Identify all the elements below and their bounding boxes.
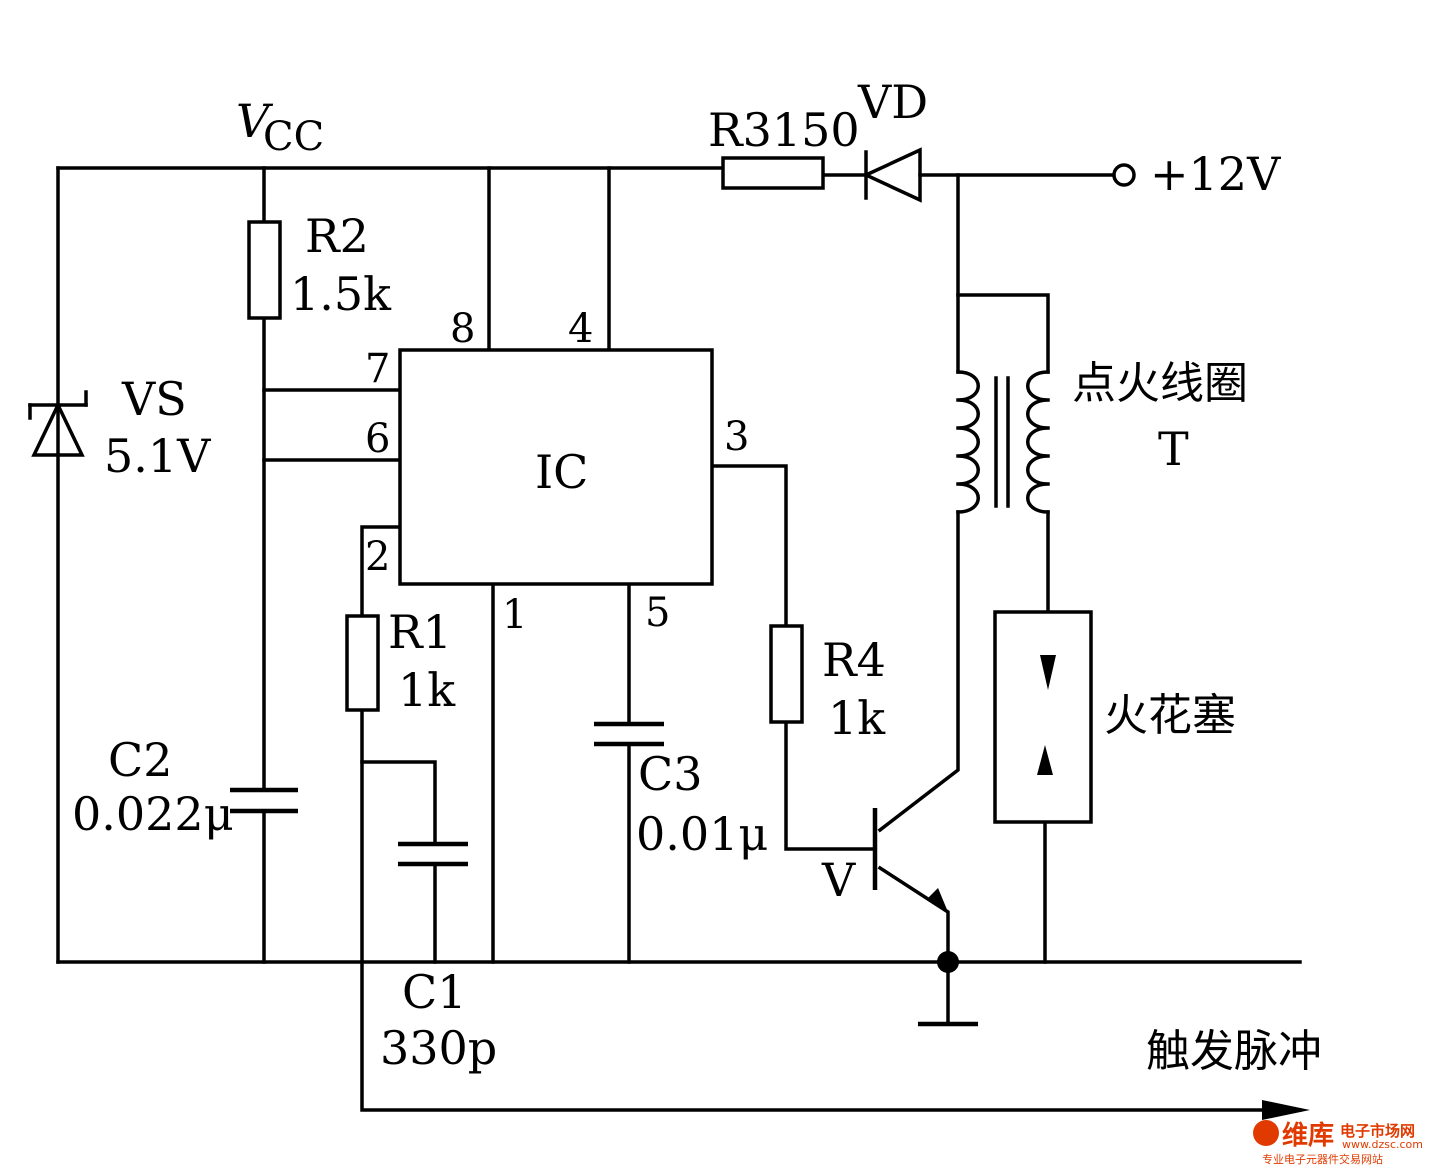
vcc-label: V xyxy=(236,94,274,148)
spark-plug-electrodes xyxy=(1037,655,1056,775)
spark-plug-body xyxy=(993,610,1093,824)
vcc-subscript: CC xyxy=(263,114,324,160)
pin4-label: 4 xyxy=(568,306,593,352)
wire-coil-secondary-top xyxy=(956,293,1050,374)
r2-name: R2 xyxy=(305,209,369,263)
c1-value: 330p xyxy=(380,1021,497,1075)
capacitor-c1 xyxy=(398,841,468,867)
r4-name: R4 xyxy=(822,633,886,687)
vd-label: VD xyxy=(857,75,928,129)
resistor-r4 xyxy=(769,624,804,724)
spark-plug-label: 火花塞 xyxy=(1104,690,1236,741)
vs-value: 5.1V xyxy=(104,429,211,483)
wires xyxy=(56,166,1302,1112)
pin3-label: 3 xyxy=(724,414,749,460)
pin8-label: 8 xyxy=(450,306,475,352)
watermark-brand: 维库 xyxy=(1282,1120,1334,1151)
coil-secondary-winding xyxy=(1026,370,1050,514)
ic-chip xyxy=(398,348,714,586)
watermark: 维库 电子市场网 www.dzsc.com 专业电子元器件交易网站 xyxy=(1253,1120,1423,1166)
watermark-url: www.dzsc.com xyxy=(1342,1138,1423,1151)
pin5-label: 5 xyxy=(645,590,670,636)
supply-terminal xyxy=(1112,163,1136,187)
resistor-r2 xyxy=(247,220,282,320)
coil-name: 点火线圈 xyxy=(1072,358,1248,409)
zener-vs xyxy=(28,390,88,457)
capacitor-c2 xyxy=(230,787,298,814)
r3-label: R3150 xyxy=(708,103,860,157)
wire-r1-trigger xyxy=(360,708,1302,1112)
watermark-subtitle: 专业电子元器件交易网站 xyxy=(1262,1152,1383,1166)
r1-value: 1k xyxy=(398,663,456,717)
c2-name: C2 xyxy=(108,733,172,787)
vs-name: VS xyxy=(121,372,187,426)
diode-vd xyxy=(861,147,922,203)
c2-value: 0.022μ xyxy=(72,787,234,841)
resistor-r3 xyxy=(721,156,825,190)
r1-name: R1 xyxy=(388,605,452,659)
watermark-logo-icon xyxy=(1253,1120,1279,1146)
ground-junction xyxy=(937,951,959,973)
c1-name: C1 xyxy=(402,965,466,1019)
transistor-label: V xyxy=(821,853,856,907)
pin2-label: 2 xyxy=(365,534,390,580)
wire-pin2 xyxy=(360,525,402,618)
capacitor-c3 xyxy=(594,721,664,747)
coil-core xyxy=(994,376,1010,508)
coil-id: T xyxy=(1158,422,1189,476)
c3-name: C3 xyxy=(638,747,702,801)
coil-primary-winding xyxy=(956,370,980,514)
r4-value: 1k xyxy=(828,691,886,745)
trigger-arrow-icon xyxy=(1262,1100,1310,1120)
watermark-tagline: 电子市场网 xyxy=(1340,1122,1415,1140)
pin1-label: 1 xyxy=(502,592,527,638)
resistor-r1 xyxy=(345,614,380,712)
supply-label: +12V xyxy=(1150,147,1281,201)
wire-pin3 xyxy=(710,464,788,628)
trigger-label: 触发脉冲 xyxy=(1146,1026,1322,1077)
r2-value: 1.5k xyxy=(290,267,392,321)
wire-coil-primary-bottom xyxy=(877,510,960,833)
pin7-label: 7 xyxy=(365,346,390,392)
ic-label: IC xyxy=(535,445,588,499)
c3-value: 0.01μ xyxy=(636,807,768,861)
wire-r4-base xyxy=(784,720,874,851)
pin6-label: 6 xyxy=(365,416,390,462)
transistor-v xyxy=(872,808,948,912)
wire-c1 xyxy=(360,760,437,844)
